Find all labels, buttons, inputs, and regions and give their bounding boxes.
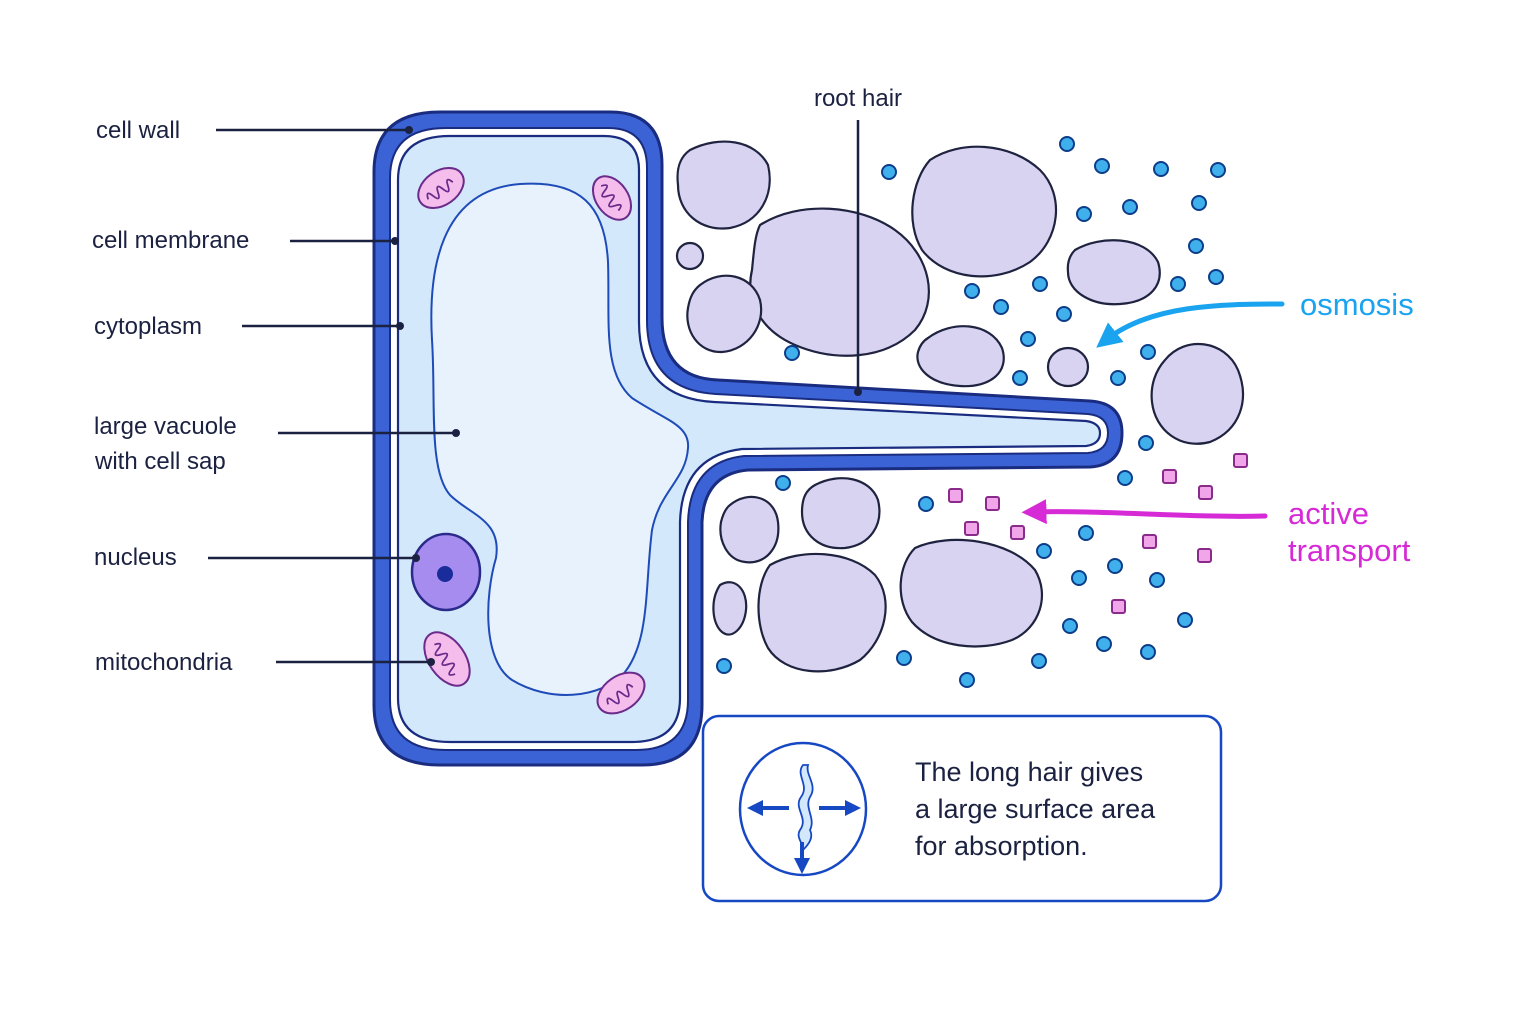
mineral-ion — [1233, 453, 1248, 468]
soil-particle — [1046, 346, 1090, 388]
soil-particle — [757, 552, 887, 673]
soil-particle — [712, 581, 748, 636]
soil-particle — [686, 274, 763, 354]
water-molecule — [964, 283, 980, 299]
water-molecule — [1138, 435, 1154, 451]
soil-particle — [911, 145, 1058, 278]
water-molecule — [1153, 161, 1169, 177]
water-molecules — [716, 136, 1226, 688]
water-molecule — [1096, 636, 1112, 652]
soil-particle — [916, 325, 1005, 388]
water-molecule — [1107, 558, 1123, 574]
water-molecule — [1059, 136, 1075, 152]
label-root-hair: root hair — [814, 85, 902, 396]
water-molecule — [1062, 618, 1078, 634]
mitochondrion — [417, 167, 465, 209]
water-molecule — [1056, 306, 1072, 322]
mineral-ion — [1198, 485, 1213, 500]
svg-text:osmosis: osmosis — [1300, 287, 1414, 322]
svg-text:The long hair gives: The long hair gives — [915, 757, 1143, 787]
arrow-left-icon — [1021, 499, 1268, 525]
water-molecule — [1140, 344, 1156, 360]
water-molecule — [1170, 276, 1186, 292]
water-molecule — [1110, 370, 1126, 386]
label-cell-wall: cell wall — [96, 117, 413, 144]
soil-particle — [800, 477, 881, 550]
soil-particle — [675, 241, 705, 271]
water-molecule — [1208, 269, 1224, 285]
water-molecule — [1036, 543, 1052, 559]
water-molecule — [1076, 206, 1092, 222]
soil-particle — [676, 140, 771, 230]
soil-particles — [675, 140, 1245, 673]
soil-particle — [1066, 239, 1161, 306]
water-molecule — [1071, 570, 1087, 586]
mineral-ion — [948, 488, 963, 503]
label-nucleus: nucleus — [94, 544, 420, 571]
svg-text:nucleus: nucleus — [94, 544, 177, 571]
water-molecule — [716, 658, 732, 674]
water-molecule — [1031, 653, 1047, 669]
arrow-left-icon — [1096, 301, 1285, 348]
water-molecule — [775, 475, 791, 491]
svg-text:cell wall: cell wall — [96, 117, 180, 144]
water-molecule — [1188, 238, 1204, 254]
water-molecule — [1210, 162, 1226, 178]
soil-particle — [749, 207, 930, 357]
label-cell-membrane: cell membrane — [92, 227, 399, 254]
water-molecule — [959, 672, 975, 688]
nucleus — [410, 532, 482, 612]
mitochondrion — [596, 671, 646, 715]
water-molecule — [1032, 276, 1048, 292]
mineral-ions — [948, 453, 1248, 614]
svg-text:mitochondria: mitochondria — [95, 649, 233, 676]
label-active-transport: active transport — [1021, 496, 1411, 568]
water-molecule — [918, 496, 934, 512]
water-molecule — [1140, 644, 1156, 660]
water-molecule — [784, 345, 800, 361]
water-molecule — [993, 299, 1009, 315]
mineral-ion — [1197, 548, 1212, 563]
svg-text:cytoplasm: cytoplasm — [94, 313, 202, 340]
svg-text:for absorption.: for absorption. — [915, 831, 1088, 861]
label-cytoplasm: cytoplasm — [94, 313, 404, 340]
root-hair-cell — [372, 110, 1124, 767]
mineral-ion — [1010, 525, 1025, 540]
svg-text:cell membrane: cell membrane — [92, 227, 249, 254]
label-osmosis: osmosis — [1096, 287, 1414, 348]
label-mitochondria: mitochondria — [95, 649, 435, 676]
mineral-ion — [985, 496, 1000, 511]
svg-text:large vacuole: large vacuole — [94, 413, 237, 440]
water-molecule — [896, 650, 912, 666]
expand-arrows-icon — [738, 741, 868, 877]
svg-text:transport: transport — [1288, 533, 1411, 568]
label-large-vacuole: large vacuole with cell sap — [94, 413, 460, 475]
water-molecule — [1117, 470, 1133, 486]
water-molecule — [1020, 331, 1036, 347]
water-molecule — [1094, 158, 1110, 174]
water-molecule — [881, 164, 897, 180]
water-molecule — [1122, 199, 1138, 215]
soil-particle — [719, 495, 780, 564]
mineral-ion — [1111, 599, 1126, 614]
mineral-ion — [1142, 534, 1157, 549]
soil-particle — [899, 538, 1044, 648]
water-molecule — [1149, 572, 1165, 588]
mineral-ion — [1162, 469, 1177, 484]
svg-text:with cell sap: with cell sap — [94, 448, 226, 475]
water-molecule — [1078, 525, 1094, 541]
water-molecule — [1191, 195, 1207, 211]
mitochondrion — [591, 175, 633, 221]
svg-text:root hair: root hair — [814, 85, 902, 112]
svg-text:a large surface area: a large surface area — [915, 794, 1156, 824]
water-molecule — [1177, 612, 1193, 628]
mineral-ion — [964, 521, 979, 536]
water-molecule — [1012, 370, 1028, 386]
soil-particle — [1150, 342, 1245, 445]
svg-text:active: active — [1288, 496, 1369, 531]
surface-area-note: The long hair gives a large surface area… — [701, 714, 1223, 903]
mitochondrion — [423, 631, 471, 687]
